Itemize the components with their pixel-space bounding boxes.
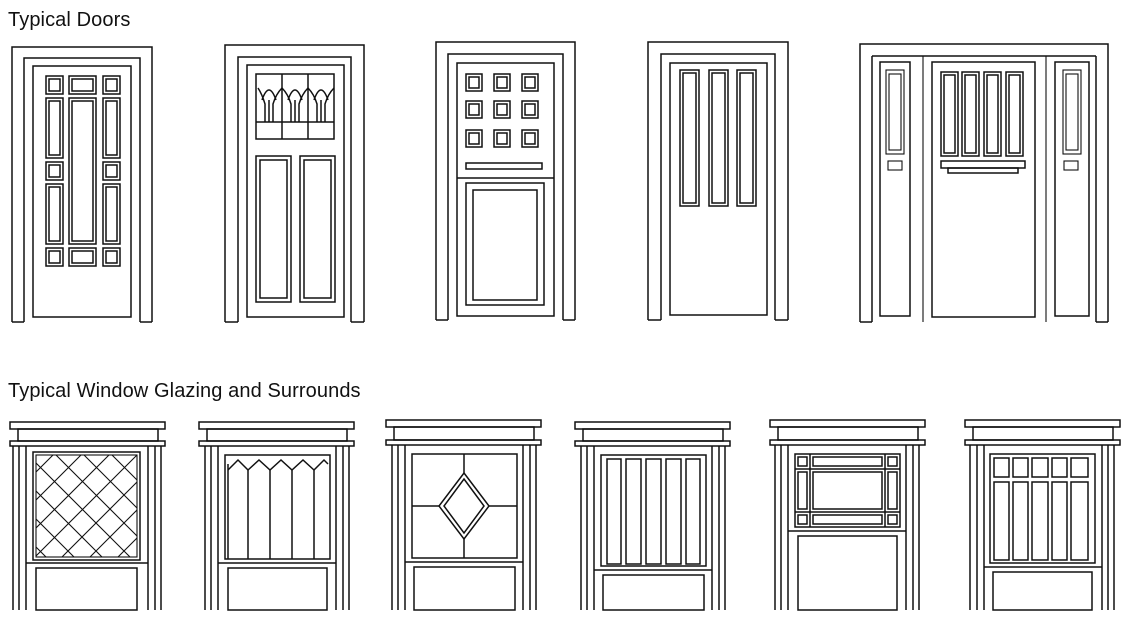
doors-section-title: Typical Doors (8, 9, 131, 31)
door-leaded-glass (224, 44, 365, 323)
window-diamond-lattice (9, 421, 166, 611)
windows-section-title: Typical Window Glazing and Surrounds (8, 380, 361, 402)
window-five-verticals (574, 421, 731, 611)
door-with-sidelights (859, 43, 1109, 323)
door-grid-glass (435, 41, 576, 321)
window-center-diamond (385, 419, 542, 611)
door-three-vertical-lites (647, 41, 789, 321)
window-prairie-grid (769, 419, 926, 611)
door-six-column-panel (11, 46, 153, 323)
window-upper-squares (964, 419, 1121, 611)
window-pointed-verticals (198, 421, 355, 611)
